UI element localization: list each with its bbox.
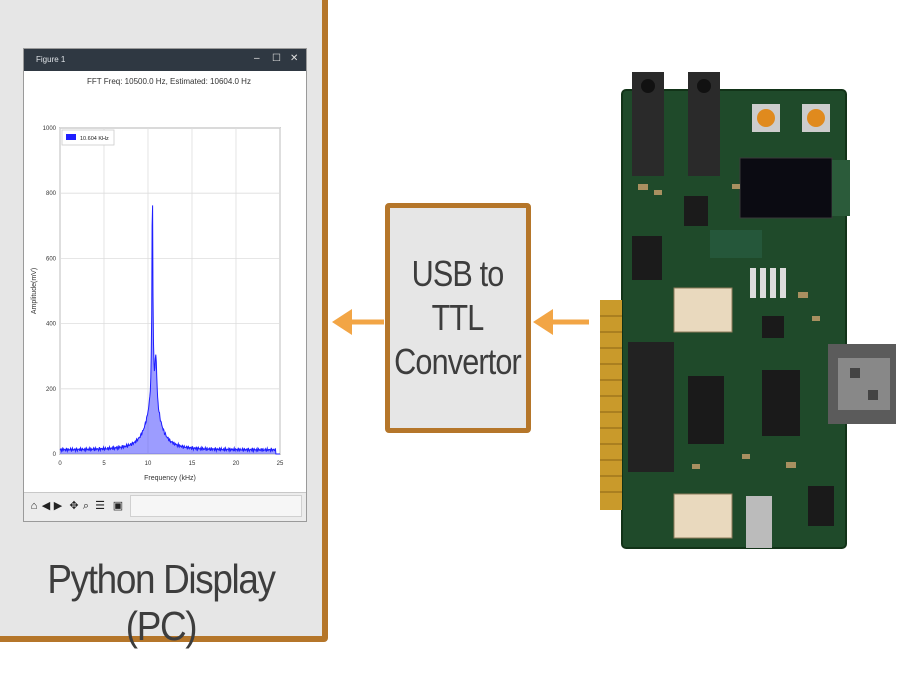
minimize-icon[interactable]: – [254, 53, 260, 64]
ribbon-connector [673, 493, 733, 539]
x-tick-label: 5 [102, 461, 106, 467]
fft-chart: FFT Freq: 10500.0 Hz, Estimated: 10604.0… [31, 77, 284, 482]
fpga-board-image [600, 72, 896, 549]
status-field [130, 495, 302, 517]
ticks: 0 5 10 15 20 25 0 200 400 600 800 1000 [43, 126, 284, 467]
spectrum-line [59, 205, 280, 455]
pan-icon[interactable]: ✥ [69, 500, 79, 512]
legend: 10.604 KHz [61, 129, 115, 146]
legend-swatch [66, 134, 76, 140]
oled-display [739, 157, 833, 219]
x-tick-label: 10 [145, 461, 152, 467]
forward-icon[interactable]: ▶ [53, 500, 63, 512]
converter-label: USB to TTL Convertor [394, 253, 523, 382]
x-axis-label: Frequency (kHz) [144, 475, 196, 482]
chart-title: FFT Freq: 10500.0 Hz, Estimated: 10604.0… [87, 77, 251, 86]
arrow-left-to-pc [332, 309, 384, 335]
maximize-icon[interactable]: ☐ [272, 53, 281, 64]
y-tick-label: 800 [46, 191, 57, 197]
main-chip [688, 376, 724, 444]
plot-toolbar: ⌂ ◀ ▶ ✥ ⌕ ☰ ▣ [24, 492, 306, 521]
y-tick-label: 1000 [43, 126, 57, 132]
save-icon[interactable]: ▣ [112, 500, 124, 512]
y-axis-label: Amplitude(mV) [31, 268, 38, 314]
plot-window: Figure 1 – ☐ ✕ FFT Freq: 10500.0 Hz, Est… [23, 48, 307, 522]
mini-usb-port [746, 496, 772, 548]
window-title: Figure 1 [36, 55, 66, 64]
legend-label: 10.604 KHz [80, 136, 109, 142]
ribbon-connector [673, 287, 733, 333]
y-tick-label: 0 [53, 452, 57, 458]
configure-icon[interactable]: ☰ [95, 500, 105, 512]
edge-connector [600, 300, 622, 510]
pc-display-label: Python Display (PC) [47, 556, 276, 649]
y-tick-label: 400 [46, 322, 57, 328]
usb-chip [762, 370, 800, 436]
y-tick-label: 200 [46, 387, 57, 393]
home-icon[interactable]: ⌂ [30, 500, 38, 512]
chart-axes [59, 127, 281, 455]
arrow-left-to-converter [533, 309, 589, 335]
y-tick-label: 600 [46, 256, 57, 262]
zoom-icon[interactable]: ⌕ [82, 500, 90, 512]
window-titlebar: Figure 1 – ☐ ✕ [24, 49, 306, 71]
back-icon[interactable]: ◀ [41, 500, 51, 512]
x-tick-label: 25 [277, 461, 284, 467]
fpga-chip [628, 342, 674, 472]
close-icon[interactable]: ✕ [290, 53, 299, 64]
x-tick-label: 20 [233, 461, 240, 467]
x-tick-label: 0 [58, 461, 62, 467]
logo-area [710, 230, 762, 258]
x-tick-label: 15 [189, 461, 196, 467]
usb-ttl-converter-box: USB to TTL Convertor [385, 203, 531, 433]
